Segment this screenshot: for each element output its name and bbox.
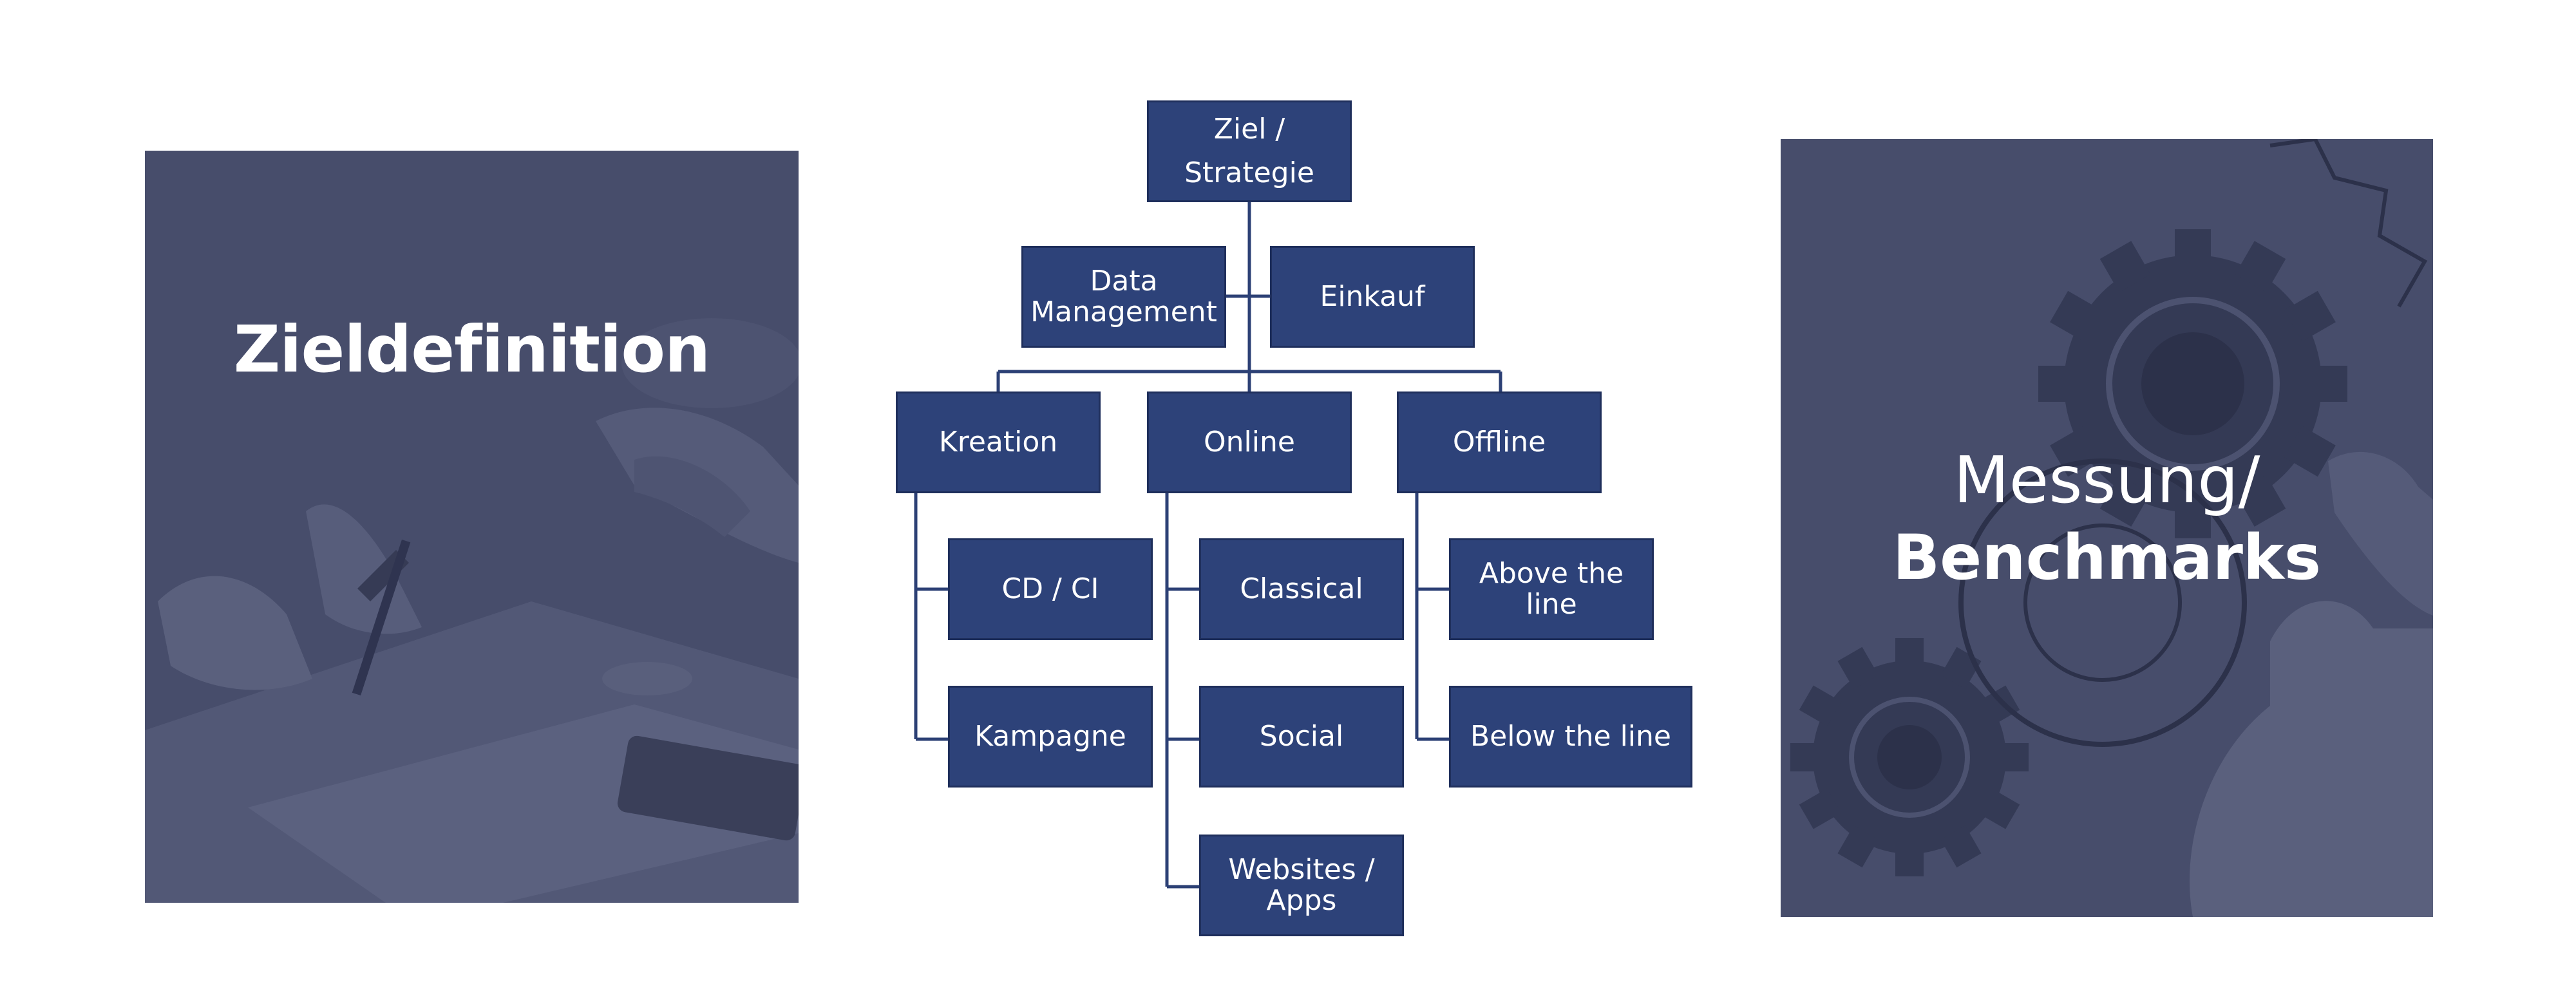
node-offline: Offline (1397, 392, 1602, 493)
node-classical: Classical (1199, 538, 1404, 640)
node-data-management: Data Management (1021, 246, 1226, 348)
zieldefinition-image-panel: Zieldefinition (145, 151, 799, 903)
node-below-the-line: Below the line (1449, 686, 1692, 788)
node-online: Online (1147, 392, 1352, 493)
node-einkauf: Einkauf (1270, 246, 1475, 348)
node-kampagne: Kampagne (948, 686, 1153, 788)
business-meeting-photo (145, 151, 799, 903)
gears-and-hand-photo (1781, 139, 2433, 917)
node-ziel-strategie: Ziel / Strategie (1147, 100, 1352, 202)
messung-title-line: Messung/ (1953, 442, 2260, 518)
node-cd-ci: CD / CI (948, 538, 1153, 640)
messung-benchmarks-title: Messung/ Benchmarks (1781, 442, 2433, 596)
node-websites-apps: Websites / Apps (1199, 835, 1404, 936)
node-kreation: Kreation (896, 392, 1101, 493)
node-social: Social (1199, 686, 1404, 788)
benchmarks-title-line: Benchmarks (1892, 522, 2321, 594)
messung-benchmarks-image-panel: Messung/ Benchmarks (1781, 139, 2433, 917)
node-above-the-line: Above the line (1449, 538, 1654, 640)
zieldefinition-title: Zieldefinition (233, 312, 711, 387)
